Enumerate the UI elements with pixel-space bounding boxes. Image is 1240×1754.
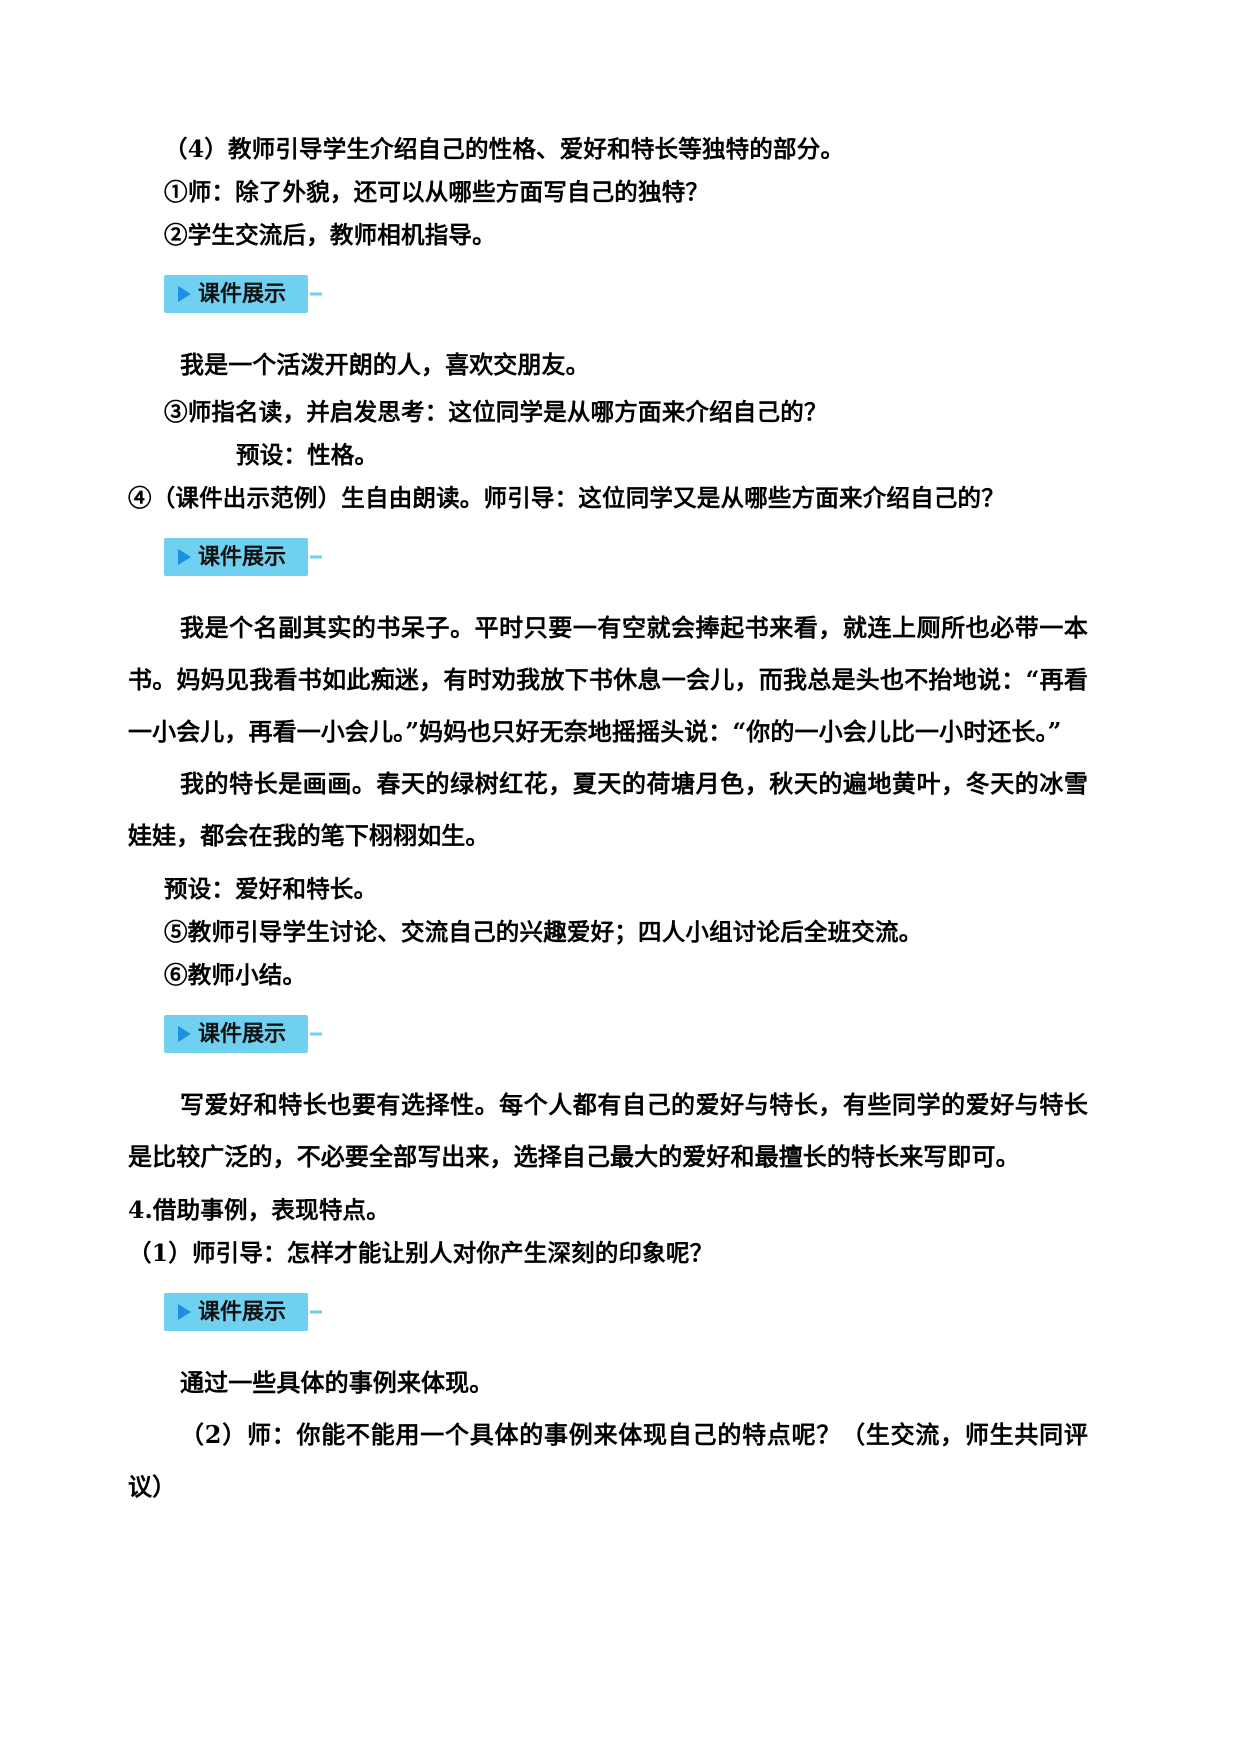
paragraph-line: ⑤教师引导学生讨论、交流自己的兴趣爱好；四人小组讨论后全班交流。 [164,918,923,946]
spacer [128,1275,1088,1293]
paragraph-line: （4）教师引导学生介绍自己的性格、爱好和特长等独特的部分。 [164,135,845,163]
courseware-banner-wrap-4: 课件展示 [128,1293,1088,1331]
spacer [128,1053,1088,1079]
spacer [128,576,1088,602]
example-paragraph: 我是一个活泼开朗的人，喜欢交朋友。 [180,350,590,379]
paragraph-line: 4.借助事例，表现特点。 [128,1196,390,1224]
document-body: （4）教师引导学生介绍自己的性格、爱好和特长等独特的部分。 ①师：除了外貌，还可… [128,128,1088,1513]
courseware-display-banner[interactable]: 课件展示 [164,275,323,313]
courseware-banner-wrap-2: 课件展示 [128,538,1088,576]
paragraph-line: 预设：爱好和特长。 [164,875,378,903]
courseware-banner-label: 课件展示 [198,1021,287,1047]
spacer [128,257,1088,275]
play-triangle-icon [178,549,191,565]
courseware-banner-label: 课件展示 [198,281,287,307]
spacer [128,1331,1088,1357]
example-paragraph: 我的特长是画画。春天的绿树红花，夏天的荷塘月色，秋天的遍地黄叶，冬天的冰雪娃娃，… [128,769,1088,850]
example-paragraph: 写爱好和特长也要有选择性。每个人都有自己的爱好与特长，有些同学的爱好与特长是比较… [128,1090,1088,1171]
paragraph-line: ③师指名读，并启发思考：这位同学是从哪方面来介绍自己的？ [164,398,828,426]
courseware-banner-wrap-1: 课件展示 [128,275,1088,313]
spacer [128,997,1088,1015]
banner-tail-decor [310,292,323,296]
play-triangle-icon [178,286,191,302]
paragraph-line: ②学生交流后，教师相机指导。 [164,221,496,249]
courseware-banner-wrap-3: 课件展示 [128,1015,1088,1053]
courseware-display-banner[interactable]: 课件展示 [164,1293,323,1331]
spacer [128,313,1088,339]
example-paragraph: 通过一些具体的事例来体现。 [180,1368,494,1397]
example-paragraph: 我是个名副其实的书呆子。平时只要一有空就会捧起书来看，就连上厕所也必带一本书。妈… [128,613,1088,746]
paragraph-line: 预设：性格。 [236,441,379,469]
example-paragraph: （2）师：你能不能用一个具体的事例来体现自己的特点呢？（生交流，师生共同评议） [128,1420,1088,1501]
courseware-display-banner[interactable]: 课件展示 [164,538,323,576]
paragraph-line: ④（课件出示范例）生自由朗读。师引导：这位同学又是从哪些方面来介绍自己的？ [128,484,1005,512]
courseware-display-banner[interactable]: 课件展示 [164,1015,323,1053]
courseware-banner-label: 课件展示 [198,544,287,570]
courseware-banner-label: 课件展示 [198,1299,287,1325]
paragraph-line: ①师：除了外貌，还可以从哪些方面写自己的独特？ [164,178,710,206]
banner-tail-decor [310,1310,323,1314]
play-triangle-icon [178,1026,191,1042]
spacer [128,520,1088,538]
paragraph-line: （1）师引导：怎样才能让别人对你产生深刻的印象呢？ [128,1239,714,1267]
banner-tail-decor [310,555,323,559]
play-triangle-icon [178,1304,191,1320]
banner-tail-decor [310,1032,323,1036]
paragraph-line: ⑥教师小结。 [164,961,307,989]
